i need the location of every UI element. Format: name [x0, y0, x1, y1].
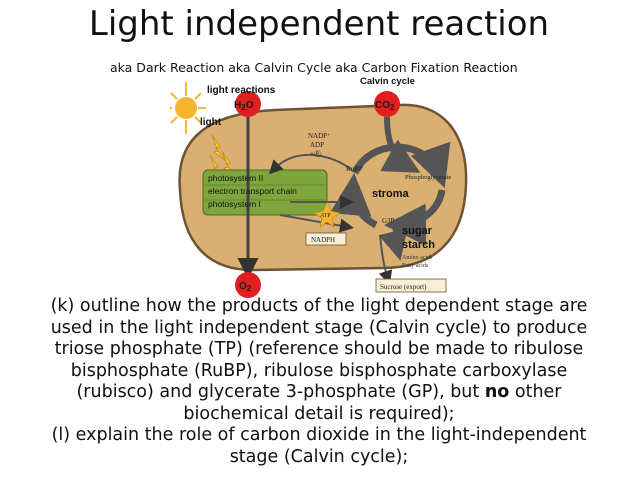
sun-icon	[170, 82, 206, 134]
psii-label: photosystem II	[208, 173, 263, 183]
objective-k-line: used in the light independent stage (Cal…	[50, 317, 588, 338]
phosphoglycerate-label: Phosphoglycerate	[405, 174, 451, 181]
nadph-arrow	[279, 214, 354, 233]
nadp-label: NADP⁺	[308, 132, 331, 140]
h2o-o: O	[246, 100, 254, 111]
h2o-sub: 2	[241, 103, 246, 112]
etc-label: electron transport chain	[208, 186, 297, 196]
objective-k-line: biochemical detail is required);	[183, 403, 455, 424]
starch-label: starch	[402, 239, 435, 251]
h2o-circle	[235, 91, 261, 117]
rubp-label: RuBP	[346, 165, 363, 173]
objective-l-line: (l) explain the role of carbon dioxide i…	[51, 425, 587, 445]
light-reactions-label: light reactions	[207, 85, 276, 96]
adp-label: ADP	[310, 141, 324, 149]
atp-label: ATP	[320, 213, 331, 219]
stroma-label: stroma	[372, 188, 410, 200]
o2-sub: 2	[247, 284, 252, 293]
o2-o: O	[239, 281, 247, 292]
learning-objectives: (k) outline how the products of the ligh…	[20, 296, 618, 468]
objective-k-text-end: other	[509, 382, 562, 402]
svg-text:O2: O2	[239, 281, 252, 293]
svg-text:H2O: H2O	[234, 100, 254, 112]
nadph-box	[305, 232, 347, 246]
objective-k-line: bisphosphate (RuBP), ribulose bisphospha…	[70, 360, 568, 381]
pi-label: +Ⓟᵢ	[310, 150, 323, 158]
sucrose-box	[375, 278, 447, 293]
objective-l-line: stage (Calvin cycle);	[229, 446, 409, 467]
atp-star	[313, 201, 341, 228]
g3p-label: G3P	[382, 217, 395, 225]
fatty-acids-label: Fatty acids	[402, 263, 429, 269]
co2-sub: 2	[390, 103, 395, 112]
sugar-arrow	[378, 226, 408, 261]
nadp-adp-return-arrow	[268, 154, 353, 175]
objective-k-line: (rubisco) and glycerate 3-phosphate (GP)…	[20, 382, 618, 404]
sugar-label: sugar	[402, 225, 433, 237]
calvin-cycle-label: Calvin cycle	[360, 76, 415, 87]
objective-k-emphasis: no	[484, 382, 510, 402]
page-subtitle: aka Dark Reaction aka Calvin Cycle aka C…	[110, 60, 518, 75]
o2-circle	[235, 272, 261, 298]
co2-circle	[374, 91, 400, 117]
psi-label: photosystem I	[208, 199, 261, 209]
h2o-h: H	[234, 100, 241, 111]
chloroplast-diagram: Calvin cycle light reactions light H2O C…	[170, 76, 468, 298]
co2-co: CO	[375, 100, 390, 111]
nadph-label: NADPH	[311, 236, 335, 244]
objective-k-line: triose phosphate (TP) (reference should …	[54, 339, 584, 359]
svg-text:CO2: CO2	[375, 100, 395, 112]
light-label: light	[200, 117, 222, 128]
sucrose-label: Sucrose (export)	[380, 283, 427, 291]
sucrose-arrow	[378, 234, 393, 285]
co2-arrow	[380, 116, 421, 173]
amino-acids-label: Amino acids	[402, 255, 433, 261]
objective-k-line: (k) outline how the products of the ligh…	[50, 296, 588, 316]
thylakoid-stack	[202, 169, 328, 216]
page-title: Light independent reaction	[88, 4, 550, 44]
objective-k-text: (rubisco) and glycerate 3-phosphate (GP)…	[76, 382, 485, 402]
